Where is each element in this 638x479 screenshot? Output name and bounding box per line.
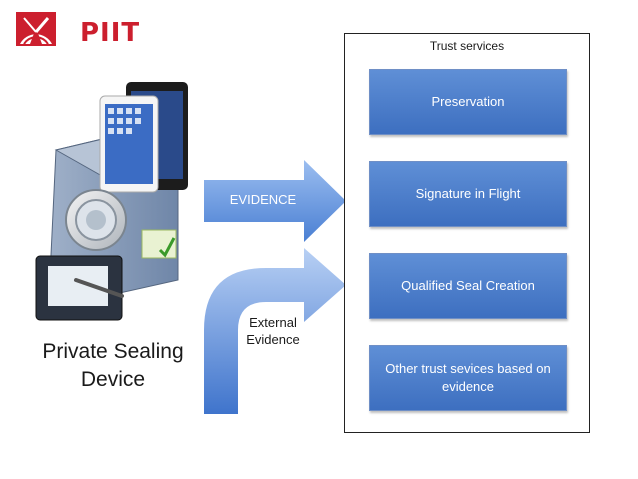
trust-services-panel: Trust services Preservation Signature in…: [344, 33, 590, 433]
piit-logo: PIIT: [14, 10, 139, 54]
evidence-label: EVIDENCE: [229, 192, 297, 207]
trust-services-title: Trust services: [429, 39, 505, 53]
device-label: Private Sealing Device: [42, 340, 184, 391]
service-signature-in-flight: Signature in Flight: [369, 161, 567, 227]
logo-text: PIIT: [80, 18, 141, 48]
service-preservation: Preservation: [369, 69, 567, 135]
sealing-device-icon: [35, 82, 188, 321]
service-other-trust-services: Other trust sevices based on evidence: [369, 345, 567, 411]
service-qualified-seal-creation: Qualified Seal Creation: [369, 253, 567, 319]
external-evidence-line2: Evidence: [246, 332, 300, 347]
external-evidence-label: External Evidence: [238, 314, 308, 348]
external-evidence-line1: External: [249, 315, 297, 330]
piit-logo-icon: [16, 12, 56, 46]
